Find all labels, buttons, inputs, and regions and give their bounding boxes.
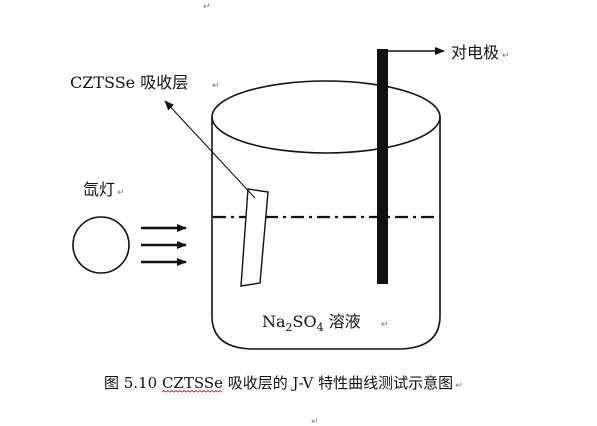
absorber-pointer	[164, 100, 256, 199]
caption-underlined-term: CZTSSe	[162, 374, 223, 392]
paragraph-mark: ↵	[311, 417, 319, 426]
electrolyte-solution: 溶液	[324, 312, 361, 331]
electrolyte-label: Na2SO4 溶液	[262, 312, 361, 334]
paragraph-mark: ↵	[455, 381, 463, 391]
xenon-lamp: 氙灯 ↵	[72, 180, 187, 274]
spellcheck-underline	[161, 389, 223, 393]
caption-prefix: 图 5.10	[104, 374, 162, 392]
caption-suffix: 吸收层的 J-V 特性曲线测试示意图	[223, 374, 453, 392]
paragraph-mark: ↵	[117, 188, 125, 198]
paragraph-mark: ↵	[203, 2, 211, 12]
counter-electrode-rod	[377, 49, 388, 284]
beaker-rim	[211, 80, 441, 154]
absorber-sample-plate	[240, 188, 269, 287]
beaker-body	[211, 117, 441, 350]
lamp-bulb	[72, 216, 130, 274]
lamp-label: 氙灯	[83, 180, 115, 199]
counter-electrode: 对电极 ↵	[377, 43, 510, 284]
electrolyte-sub-2: 2	[286, 321, 293, 334]
paragraph-mark: ↵	[381, 320, 389, 330]
absorber-sample: CZTSSe 吸收层 ↵	[70, 73, 269, 287]
electrolyte-so: SO	[293, 312, 317, 331]
paragraph-mark: ↵	[502, 51, 510, 61]
electrolyte-na: Na	[262, 312, 286, 331]
electrolyte-sub-4: 4	[317, 321, 324, 334]
absorber-label: CZTSSe 吸收层	[70, 73, 188, 92]
counter-electrode-label: 对电极	[451, 43, 499, 62]
paragraph-mark: ↵	[212, 81, 220, 91]
figure-caption: 图 5.10 CZTSSe 吸收层的 J-V 特性曲线测试示意图	[104, 374, 453, 392]
